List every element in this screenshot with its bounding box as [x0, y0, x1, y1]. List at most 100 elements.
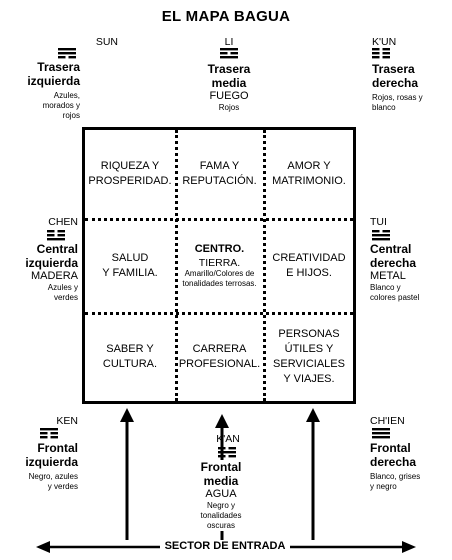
chen-labels: CHEN Central izquierda MADERA Azules y v… [8, 216, 78, 303]
tui-colors-1: Blanco y [370, 283, 401, 292]
li-pos-2: media [211, 76, 247, 90]
li-trigram-icon [220, 48, 238, 59]
chen-name: CHEN [48, 216, 78, 228]
cell-health: SALUD Y FAMILIA. [85, 219, 175, 312]
cell-creativity: CREATIVIDAD E HIJOS. [264, 219, 354, 312]
cell-center-element: TIERRA. [198, 257, 241, 269]
ken-trigram-icon [40, 428, 58, 439]
cell-love-l1: AMOR Y [287, 160, 331, 172]
cell-knowledge-l1: SABER Y [106, 343, 154, 355]
chen-pos-2: izquierda [25, 256, 78, 270]
cell-love: AMOR Y MATRIMONIO. [264, 130, 354, 218]
li-pos-1: Trasera [207, 62, 251, 76]
chien-trigram-icon [372, 428, 390, 439]
cell-helpful-people: PERSONAS ÚTILES Y SERVICIALES Y VIAJES. [264, 313, 354, 401]
cell-career-l1: CARRERA [192, 343, 247, 355]
kan-colors-3: oscuras [206, 521, 235, 530]
cell-center-title: CENTRO. [194, 243, 245, 255]
entrance-label: SECTOR DE ENTRADA [164, 540, 286, 552]
ken-colors-2: y verdes [47, 482, 78, 491]
page-title: EL MAPA BAGUA [161, 8, 291, 25]
ken-colors-1: Negro, azules [28, 472, 78, 481]
cell-career: CARRERA PROFESIONAL. [176, 313, 263, 401]
kun-colors-2: blanco [372, 103, 396, 112]
cell-health-l1: SALUD [111, 251, 149, 264]
sun-colors-3: rojos [62, 111, 80, 120]
cell-knowledge: SABER Y CULTURA. [85, 313, 175, 401]
tui-trigram-icon [372, 230, 390, 241]
tui-pos-1: Central [370, 242, 412, 256]
chien-colors-2: y negro [370, 482, 397, 491]
up-arrow-right-icon [306, 408, 320, 540]
cell-helpful-l3: SERVICIALES [273, 358, 345, 370]
kun-trigram-icon [372, 48, 390, 59]
grid-divider-v1 [175, 130, 178, 401]
grid-divider-h1 [85, 218, 353, 221]
chen-pos-1: Central [36, 242, 78, 256]
tui-pos-2: derecha [370, 256, 417, 270]
ken-name: KEN [56, 415, 78, 427]
tui-colors-2: colores pastel [370, 293, 420, 302]
cell-career-l2: PROFESIONAL. [178, 358, 261, 370]
cell-wealth-l2: PROSPERIDAD. [88, 175, 172, 187]
chien-labels: CH'IEN Frontal derecha Blanco, grises y … [370, 415, 452, 492]
sun-block: SUN [40, 36, 120, 48]
cell-center-colors-1: Amarillo/Colores de [184, 269, 255, 278]
cell-fame-l2: REPUTACIÓN. [182, 175, 257, 187]
kun-name: K'UN [372, 36, 397, 48]
grid-divider-v2 [263, 130, 266, 401]
cell-helpful-l4: Y VIAJES. [283, 373, 335, 385]
cell-love-l2: MATRIMONIO. [272, 175, 346, 187]
cell-fame: FAMA Y REPUTACIÓN. [176, 130, 263, 218]
tui-name: TUI [370, 216, 387, 228]
kan-element: AGUA [205, 488, 237, 500]
cell-center: CENTRO. TIERRA. Amarillo/Colores de tona… [176, 219, 263, 312]
chien-name: CH'IEN [370, 415, 405, 427]
chen-trigram-icon [47, 230, 65, 241]
cell-knowledge-l2: CULTURA. [102, 358, 158, 370]
kan-colors-2: tonalidades [200, 511, 242, 520]
kun-labels: K'UN Trasera derecha Rojos, rosas y blan… [372, 36, 452, 113]
cell-creativity-l2: E HIJOS. [286, 266, 332, 279]
chien-pos-2: derecha [370, 455, 417, 469]
chen-colors-2: verdes [53, 293, 78, 302]
kun-pos-2: derecha [372, 76, 419, 90]
chien-pos-1: Frontal [370, 441, 411, 455]
sun-trigram-icon [58, 48, 76, 59]
tui-element: METAL [370, 270, 406, 282]
entrance-arrow-icon [36, 541, 416, 553]
kan-pos-1: Frontal [200, 460, 242, 474]
cell-health-l2: Y FAMILIA. [102, 266, 158, 279]
chen-element: MADERA [30, 270, 78, 282]
kun-colors-1: Rojos, rosas y [372, 93, 423, 102]
kan-text: Frontal media AGUA Negro y tonalidades o… [190, 460, 252, 531]
chien-colors-1: Blanco, grises [370, 472, 421, 481]
sun-colors-2: morados y [42, 101, 80, 110]
chen-colors-1: Azules y [47, 283, 78, 292]
kan-pos-2: media [203, 474, 239, 488]
kan-labels: K'AN [178, 433, 278, 445]
cell-helpful-l2: ÚTILES Y [284, 343, 334, 355]
ken-pos-2: izquierda [25, 455, 78, 469]
cell-creativity-l1: CREATIVIDAD [272, 251, 346, 264]
cell-helpful-l1: PERSONAS [278, 328, 340, 340]
sun-colors-1: Azules, [53, 91, 80, 100]
tui-labels: TUI Central derecha METAL Blanco y color… [370, 216, 452, 303]
kan-colors-1: Negro y [206, 501, 235, 510]
cell-center-colors-2: tonalidades terrosas. [182, 279, 257, 288]
cell-fame-l1: FAMA Y [199, 160, 240, 172]
sun-pos-1: Trasera [37, 60, 80, 74]
sun-pos-2: izquierda [27, 74, 80, 88]
li-labels: LI Trasera media FUEGO Rojos [170, 36, 288, 113]
sun-labels: Trasera izquierda Azules, morados y rojo… [8, 60, 80, 121]
li-colors: Rojos [218, 103, 240, 112]
up-arrow-left-icon [120, 408, 134, 540]
kan-name: K'AN [216, 433, 240, 445]
kun-pos-1: Trasera [372, 62, 415, 76]
grid-divider-h2 [85, 312, 353, 315]
li-element: FUEGO [209, 90, 249, 102]
sun-name: SUN [95, 36, 118, 48]
